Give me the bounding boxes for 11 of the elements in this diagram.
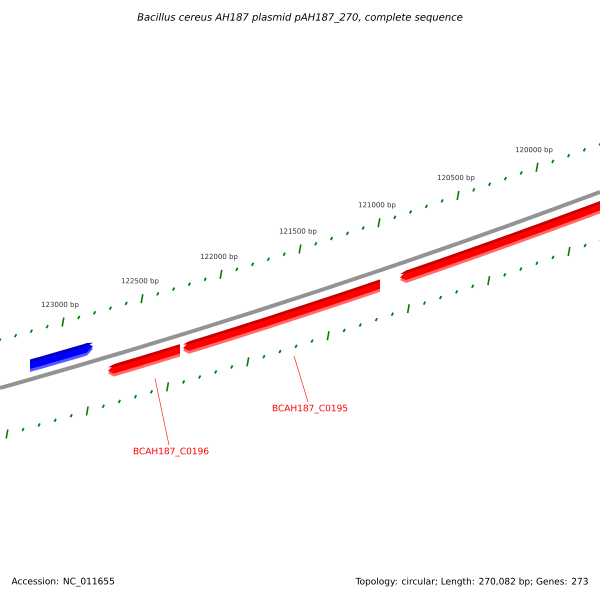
gene-feature (108, 344, 180, 377)
leader-line (294, 356, 308, 402)
gene-feature (183, 279, 380, 354)
leader-line (154, 378, 170, 446)
footer-text: Accession: NC_011655 (12, 578, 114, 586)
gene-feature (30, 342, 93, 372)
gene-label: BCAH187_C0195 (272, 404, 348, 414)
footer-text: Topology: circular; Length: 270,082 bp; Genes: 273 (356, 578, 588, 586)
gene-label: BCAH187_C0196 (134, 448, 208, 456)
title: Bacillus cereus AH187 plasmid pAH187_270, complete sequence (137, 13, 462, 23)
gene-feature (400, 198, 600, 283)
